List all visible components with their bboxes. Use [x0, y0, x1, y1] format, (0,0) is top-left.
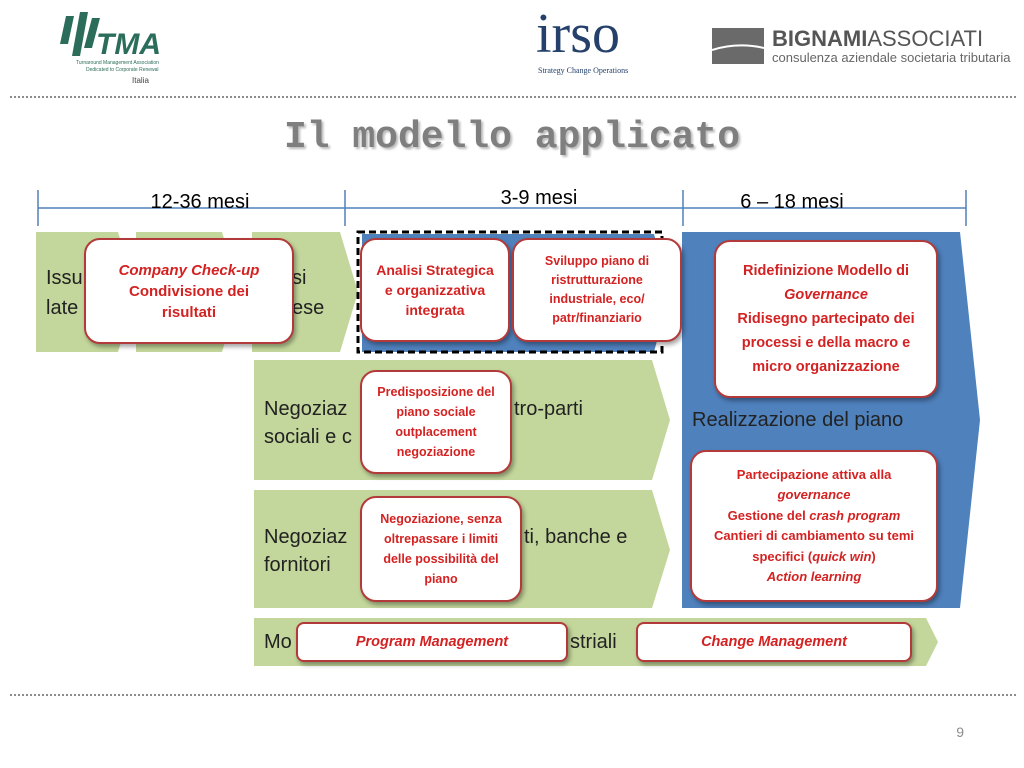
company-checkup-box: Company Check-up Condivisione dei risult… — [84, 238, 294, 344]
sviluppo-text: Sviluppo piano di ristrutturazione indus… — [544, 254, 650, 325]
bottom-divider — [10, 694, 1016, 696]
change-management-text: Change Management — [701, 634, 847, 650]
slide-title: Il modello applicato — [283, 116, 741, 159]
tma-logo-mark — [60, 12, 100, 56]
partecipazione-box: Partecipazione attiva alla governance Ge… — [690, 450, 938, 602]
arrow-row1-text-1: Issu — [46, 267, 83, 289]
period-label-3: 6 – 18 mesi — [740, 191, 844, 213]
program-management-box: Program Management — [296, 622, 568, 662]
page-number: 9 — [956, 724, 964, 740]
timeline-axis — [37, 190, 967, 226]
irso-logo: irso Strategy Change Operations — [534, 3, 664, 78]
tma-logo-text: TMA — [96, 28, 161, 61]
partecipazione-text-e: Cantieri di cambiamento su temi specific… — [713, 528, 915, 564]
arrow-row2-text-3: tro-parti — [514, 398, 583, 420]
predisposizione-box: Predisposizione del piano sociale outpla… — [360, 370, 512, 474]
company-checkup-text: Condivisione dei risultati — [128, 282, 249, 321]
analisi-text: Analisi Strategica e organizzativa integ… — [376, 262, 494, 318]
ridefinizione-text-a: Ridefinizione Modello di — [743, 263, 909, 279]
bignami-logo-mark — [712, 28, 764, 64]
bignami-logo: BIGNAMIASSOCIATI consulenza aziendale so… — [712, 26, 1012, 66]
bignami-logo-tagline: consulenza aziendale societaria tributar… — [772, 50, 1011, 65]
arrow-row3-text-3: ti, banche e — [524, 526, 628, 548]
bignami-logo-light: ASSOCIATI — [867, 26, 984, 51]
irso-logo-tagline: Strategy Change Operations — [538, 66, 629, 75]
tma-logo-country: Italia — [132, 76, 149, 85]
partecipazione-text-b: governance — [777, 487, 851, 502]
arrow-row2-text-1: Negoziaz — [264, 398, 348, 420]
arrow-row1-text-2: late — [46, 297, 79, 319]
sviluppo-box: Sviluppo piano di ristrutturazione indus… — [512, 238, 682, 342]
arrow-row4-text-1: Mo — [264, 631, 292, 653]
negoziazione-text: Negoziazione, senza oltrepassare i limit… — [380, 512, 502, 586]
bignami-logo-bold: BIGNAMI — [772, 26, 868, 51]
partecipazione-text-d: crash program — [809, 507, 901, 523]
analisi-box: Analisi Strategica e organizzativa integ… — [360, 238, 510, 342]
tma-logo: TMA Turnaround Management Association De… — [58, 8, 168, 86]
arrow-row3-text-2: fornitori — [264, 554, 331, 576]
period-label-2: 3-9 mesi — [500, 187, 578, 209]
ridefinizione-text-c: Ridisegno partecipato dei processi e del… — [737, 311, 915, 375]
partecipazione-text-h: Action learning — [766, 569, 862, 584]
period-label-1: 12-36 mesi — [150, 191, 250, 213]
partecipazione-text-c: Gestione del — [727, 507, 810, 523]
arrow-row1-mid-text-2: ese — [292, 297, 325, 319]
ridefinizione-box: Ridefinizione Modello di Governance Ridi… — [714, 240, 938, 398]
arrow-row1-mid-text-1: si — [292, 267, 307, 289]
negoziazione-box: Negoziazione, senza oltrepassare i limit… — [360, 496, 522, 602]
irso-logo-text: irso — [536, 3, 620, 65]
arrow-blue-text: Realizzazione del piano — [692, 409, 904, 431]
predisposizione-text: Predisposizione del piano sociale outpla… — [377, 385, 495, 459]
tma-logo-line1: Turnaround Management Association — [76, 60, 159, 66]
partecipazione-text-a: Partecipazione attiva alla — [736, 466, 892, 482]
partecipazione-text-g: ) — [871, 548, 876, 564]
program-management-text: Program Management — [355, 634, 509, 650]
arrow-row3-text-1: Negoziaz — [264, 526, 348, 548]
arrow-row2-text-2: sociali e c — [264, 426, 352, 448]
tma-logo-line2: Dedicated to Corporate Renewal — [86, 67, 159, 73]
top-divider — [10, 96, 1016, 98]
arrow-row4-text-2: striali — [570, 631, 617, 653]
company-checkup-title: Company Check-up — [118, 261, 260, 279]
change-management-box: Change Management — [636, 622, 912, 662]
partecipazione-text-f: quick win — [812, 548, 872, 564]
ridefinizione-text-b: Governance — [784, 287, 868, 303]
